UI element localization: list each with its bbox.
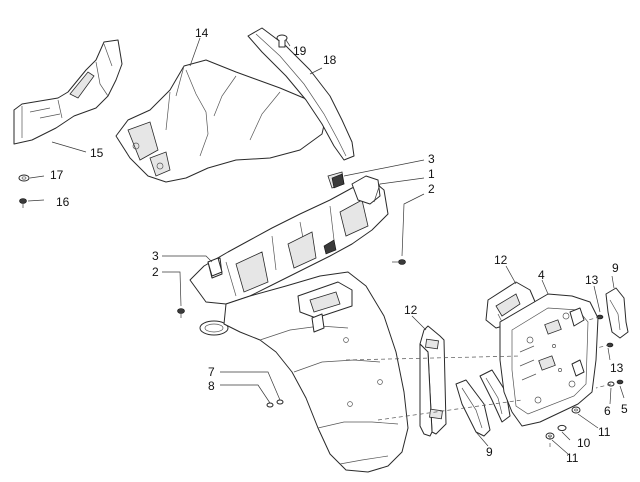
callout-11-lower: 11: [566, 451, 579, 465]
callout-labels: 14 19 18 15 17 16 3 1 2 3 2 12 4 13 9 12…: [50, 26, 628, 465]
callout-19: 19: [293, 44, 307, 58]
part-10-washer: [557, 424, 567, 432]
callout-18: 18: [323, 53, 337, 67]
part-5-screw: [616, 379, 624, 385]
callout-17: 17: [50, 168, 64, 182]
part-14-inner-mudguard: [115, 59, 327, 183]
callout-15: 15: [90, 146, 104, 160]
callout-4: 4: [538, 268, 545, 282]
callout-9-right: 9: [612, 261, 619, 275]
part-17-washer: [18, 174, 30, 182]
callout-3-left: 3: [152, 249, 159, 263]
part-9-ring-upper: [479, 369, 511, 423]
callout-13-upper: 13: [585, 273, 599, 287]
callout-12-right: 12: [494, 253, 508, 267]
part-11-nut-upper: [571, 406, 581, 414]
callout-3-top: 3: [428, 152, 435, 166]
callout-6: 6: [604, 404, 611, 418]
leader-lines: [27, 37, 625, 455]
callout-9-center: 9: [486, 445, 493, 459]
part-15-bracket: [13, 39, 123, 145]
callout-2-left: 2: [152, 265, 159, 279]
callout-13-lower: 13: [610, 361, 624, 375]
part-4-plate-holder: [499, 293, 599, 427]
part-3-clip-top: [331, 173, 345, 189]
callout-7: 7: [208, 365, 215, 379]
part-3-clip-left: [207, 257, 223, 277]
part-2-screw-left: [177, 308, 185, 318]
callout-12-left: 12: [404, 303, 418, 317]
part-8-nut: [266, 402, 274, 408]
callout-10: 10: [577, 436, 591, 450]
part-19-screw: [276, 34, 288, 48]
main-rear-mudguard: [189, 171, 409, 473]
assembly-lines: [345, 316, 612, 450]
part-7-washer: [276, 399, 284, 405]
part-18-strip: [247, 27, 355, 161]
part-16-screw: [19, 198, 27, 208]
callout-1: 1: [428, 167, 435, 181]
callout-11-upper: 11: [598, 425, 611, 439]
callout-8: 8: [208, 379, 215, 393]
part-12-reflector-left: [419, 325, 447, 437]
callout-2-top: 2: [428, 182, 435, 196]
callout-14: 14: [195, 26, 209, 40]
part-9-ring-center: [455, 379, 491, 437]
part-9-pad-right: [605, 287, 629, 339]
part-2-screw-top: [392, 259, 406, 265]
callout-5: 5: [621, 402, 628, 416]
callout-16: 16: [56, 195, 70, 209]
